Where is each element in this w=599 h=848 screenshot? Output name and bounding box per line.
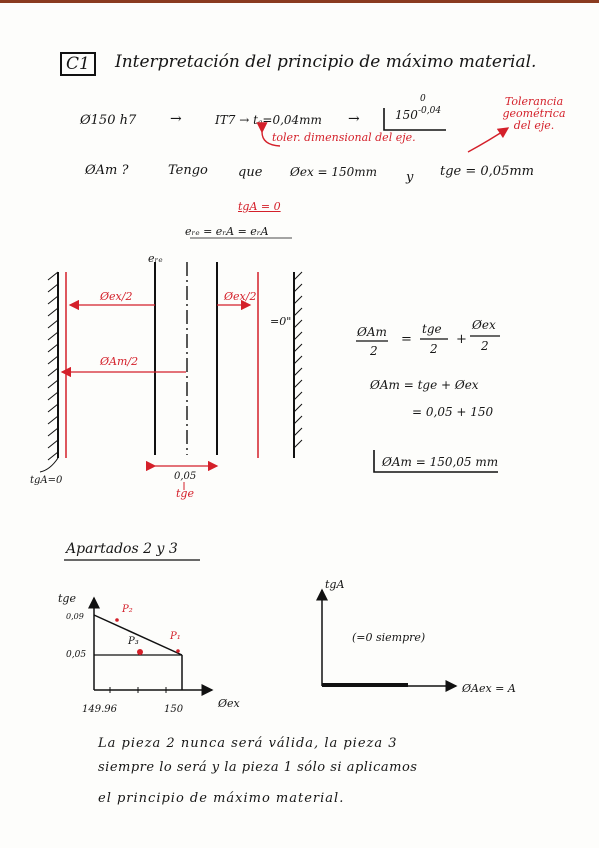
arrow-1: → <box>170 111 182 127</box>
formula-line2: ØAm = tge + Øex <box>370 378 479 392</box>
gap-value: 0,05 <box>174 471 197 482</box>
graph1-ylabel: tge <box>58 592 76 605</box>
tge-value: tge = 0,05mm <box>440 164 534 179</box>
frac2-den: 2 <box>430 342 438 356</box>
conclusion-line2: siempre lo será y la pieza 1 sólo si apl… <box>98 760 418 775</box>
dex-half-left: Øex/2 <box>100 290 133 303</box>
point-p1 <box>176 649 180 653</box>
graph1-xlabel: Øex <box>218 697 240 710</box>
formula-plus: + <box>456 332 467 347</box>
page-top-edge <box>0 0 599 3</box>
left-wall-hatch <box>47 271 59 461</box>
frac3-den: 2 <box>481 339 489 353</box>
graph1-xright: 150 <box>164 704 184 715</box>
apartados-heading: Apartados 2 y 3 <box>66 541 178 557</box>
question-dam: ØAm ? <box>85 163 129 178</box>
note-arrow-dimensional <box>256 122 281 147</box>
graph2-note: (=0 siempre) <box>352 631 426 644</box>
graph2-ylabel: tgA <box>325 578 345 591</box>
right-wall-hatch <box>293 271 303 449</box>
result-bracket <box>373 450 498 473</box>
formula-line3: = 0,05 + 150 <box>412 405 494 419</box>
dex-value: Øex = 150mm <box>290 165 378 179</box>
frac3-num: Øex <box>472 318 496 332</box>
tge-gap-label: tge <box>176 487 194 500</box>
ere-equality: eᵣₑ = eᵣA = eᵣA <box>185 225 269 238</box>
section-id-box: C1 <box>60 52 96 76</box>
graph1-slanted-line <box>93 614 183 656</box>
dimension-lower: -0,04 <box>418 106 442 116</box>
frac2-num: tge <box>422 322 442 336</box>
tga-pointer <box>39 457 59 473</box>
graph1-xleft: 149.96 <box>82 704 117 715</box>
frac1-den: 2 <box>370 344 378 358</box>
tga-zero-label: tgA = 0 <box>238 200 281 213</box>
conclusion-line3: el principio de máximo material. <box>98 791 345 806</box>
note-geometric-tolerance: Tolerancia geométrica del eje. <box>502 95 566 132</box>
frac1-num: ØAm <box>357 325 387 339</box>
dimension-base: 150 <box>395 108 418 122</box>
ere-label: eᵣₑ <box>148 252 163 265</box>
it7-text: IT7 → tₐ=0,04mm <box>215 113 322 127</box>
point-p1-label: P₁ <box>170 631 181 642</box>
note-dimensional-tolerance: toler. dimensional del eje. <box>272 131 416 144</box>
word-tengo: Tengo <box>168 163 208 178</box>
conclusion-line1: La pieza 2 nunca será válida, la pieza 3 <box>98 736 398 751</box>
graph2-xlabel: ØAex = A <box>462 682 516 695</box>
dimension-upper: 0 <box>420 94 426 104</box>
point-p2 <box>115 618 119 622</box>
point-p3-label: P₃ <box>128 636 139 647</box>
point-p2-label: P₂ <box>122 604 133 615</box>
dex-half-right: Øex/2 <box>224 290 257 303</box>
shaft-spec: Ø150 h7 <box>80 113 137 128</box>
word-y: y <box>406 170 414 185</box>
formula-result: ØAm = 150,05 mm <box>382 455 499 469</box>
note-arrow-geometric <box>467 127 510 153</box>
graph1-ymid: 0,05 <box>66 650 87 660</box>
arrow-2: → <box>348 111 360 127</box>
point-p3 <box>137 649 143 655</box>
word-que: que <box>238 165 263 180</box>
formula-equals: = <box>401 332 412 347</box>
zero-label: =0" <box>270 315 292 328</box>
dimension-bracket <box>383 108 446 131</box>
dam-half: ØAm/2 <box>100 355 139 368</box>
graph1-ytop: 0,09 <box>66 612 84 621</box>
tga-zero-bottom: tgA=0 <box>30 475 63 486</box>
page-title: Interpretación del principio de máximo m… <box>115 52 537 72</box>
